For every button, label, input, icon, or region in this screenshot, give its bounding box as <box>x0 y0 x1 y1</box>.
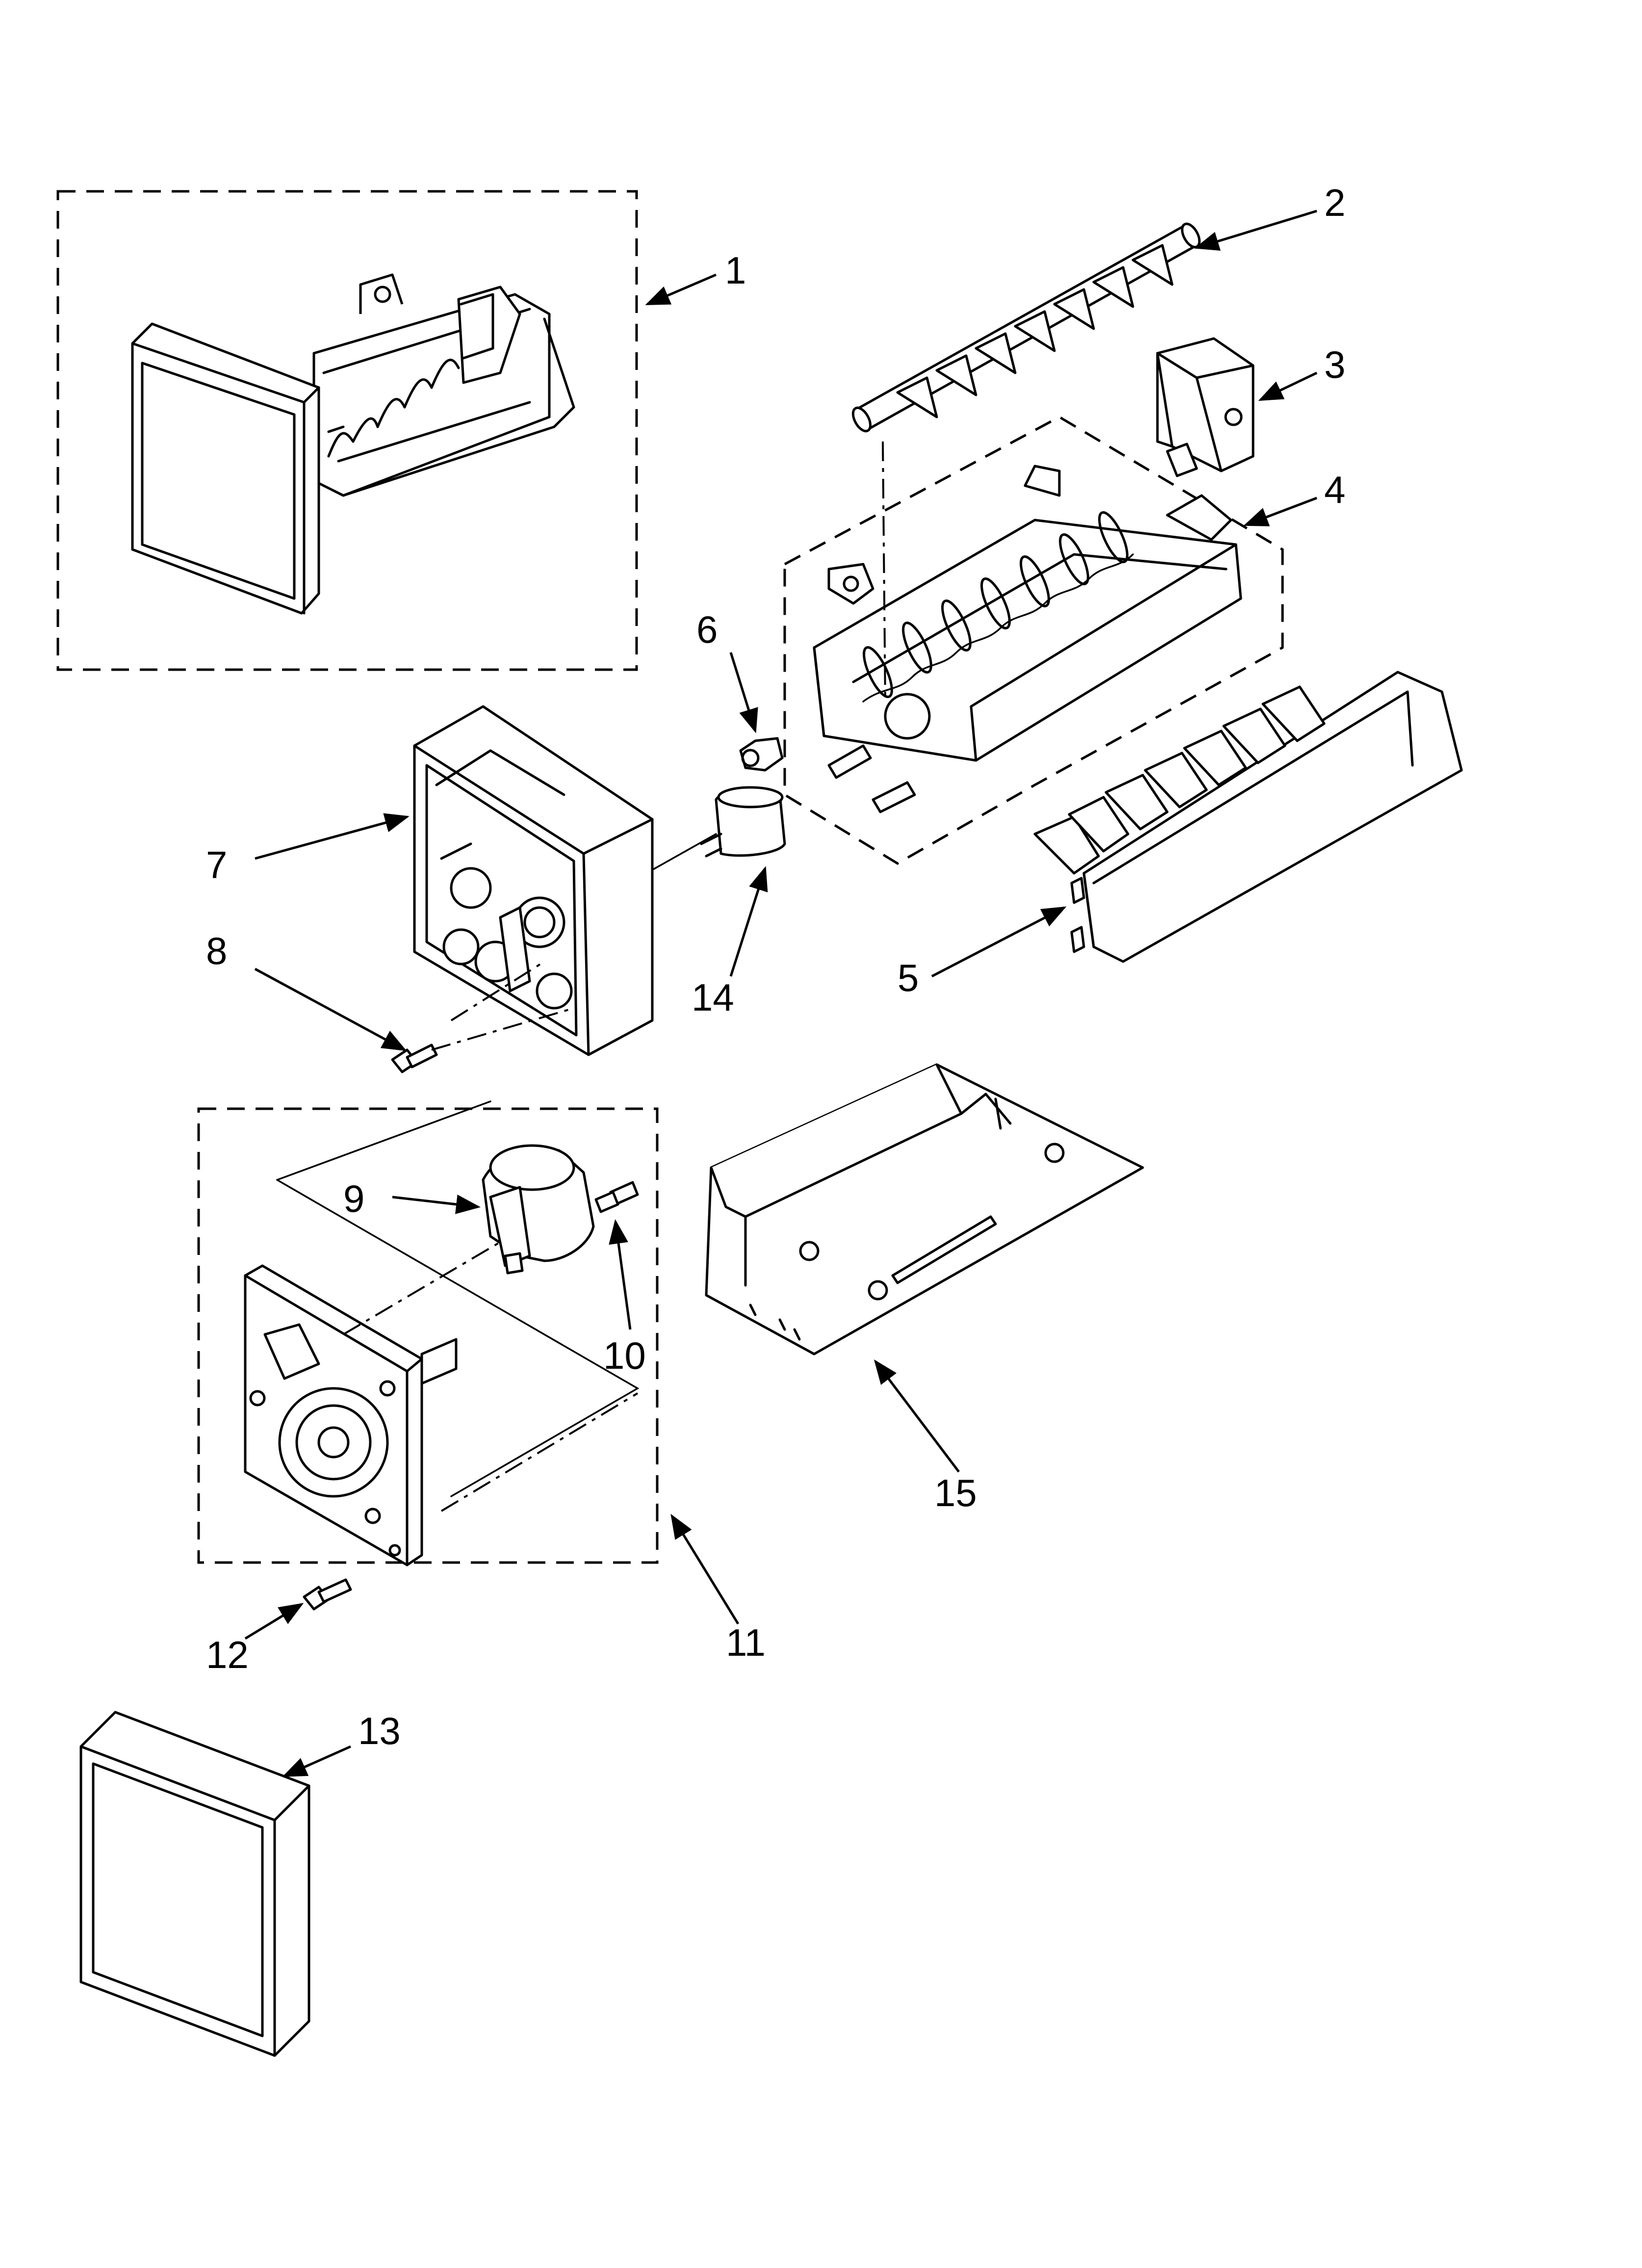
svg-text:6: 6 <box>696 608 718 651</box>
svg-text:5: 5 <box>898 956 919 999</box>
svg-text:9: 9 <box>343 1177 364 1220</box>
callout-12: 12 <box>206 1603 304 1676</box>
callout-15: 15 <box>873 1359 977 1514</box>
callout-11: 11 <box>670 1513 766 1664</box>
callout-3: 3 <box>1258 343 1345 401</box>
part-5-stripper <box>1033 671 1463 963</box>
part-12-screw <box>303 1578 352 1611</box>
svg-text:14: 14 <box>692 976 734 1019</box>
svg-text:7: 7 <box>206 843 227 886</box>
part-2-ejector <box>851 222 1201 433</box>
part-4-mold <box>783 416 1284 865</box>
part-13-front-cover <box>79 1711 310 2057</box>
callout-7: 7 <box>206 813 410 886</box>
callout-2: 2 <box>1194 181 1345 251</box>
svg-text:15: 15 <box>934 1471 977 1514</box>
part-8-screw <box>391 1007 574 1073</box>
callout-4: 4 <box>1243 468 1345 526</box>
callout-10: 10 <box>603 1219 646 1377</box>
callout-8: 8 <box>206 929 407 1051</box>
callout-9: 9 <box>343 1177 481 1220</box>
svg-text:10: 10 <box>603 1334 646 1377</box>
svg-text:1: 1 <box>725 249 746 292</box>
part-11-module-assembly <box>197 1100 659 1566</box>
svg-text:13: 13 <box>358 1709 401 1752</box>
part-14-thermostat <box>637 786 786 879</box>
callout-1: 1 <box>645 249 746 306</box>
svg-text:8: 8 <box>206 929 227 972</box>
svg-text:11: 11 <box>726 1621 766 1664</box>
svg-text:4: 4 <box>1324 468 1345 511</box>
callout-13: 13 <box>282 1709 401 1777</box>
svg-text:2: 2 <box>1324 181 1345 224</box>
part-9-motor <box>482 1144 595 1275</box>
part-15-shield <box>705 1063 1144 1356</box>
svg-text:12: 12 <box>206 1633 249 1676</box>
part-3-fill-cup <box>1156 337 1255 477</box>
part-1-icemaker-assembly <box>56 190 638 671</box>
svg-text:3: 3 <box>1324 343 1345 386</box>
part-10-screw <box>594 1181 639 1213</box>
callout-5: 5 <box>898 906 1067 999</box>
part-7-housing <box>413 705 654 1056</box>
callout-6: 6 <box>696 608 758 733</box>
callout-14: 14 <box>692 866 768 1019</box>
part-6-clip <box>739 737 784 772</box>
